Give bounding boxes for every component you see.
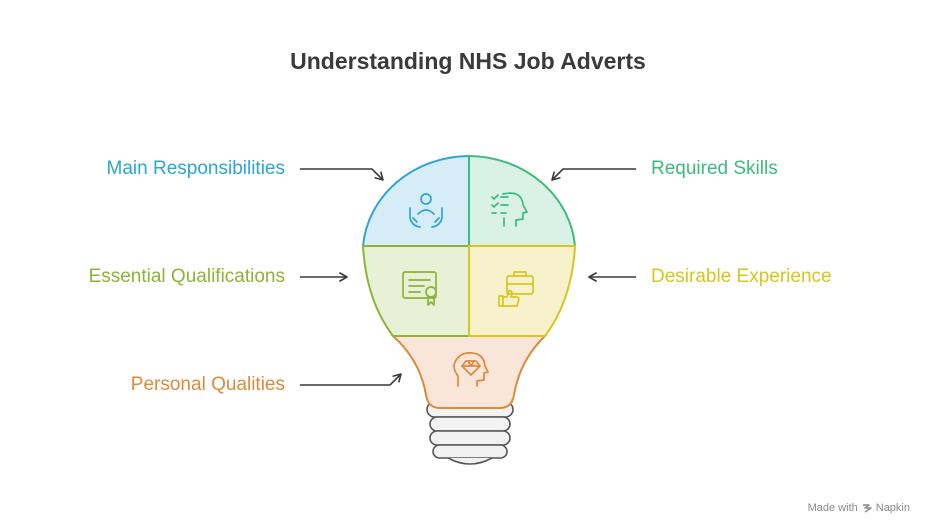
- made-with-napkin-footer: Made with Napkin: [808, 502, 910, 514]
- napkin-brand-text: Napkin: [875, 502, 910, 514]
- made-with-text: Made with: [807, 502, 858, 514]
- bulb-segment-main-responsibilities: [361, 154, 470, 247]
- arrows: [300, 168, 636, 386]
- bulb-screw-base: [426, 401, 514, 465]
- diagram-title: Understanding NHS Job Adverts: [290, 48, 646, 74]
- arrow-main-responsibilities: [300, 168, 384, 181]
- label-main-responsibilities: Main Responsibilities: [106, 158, 285, 179]
- briefcase-thumbs-up-icon: [498, 271, 534, 307]
- bulb-segment-desirable-experience: [468, 245, 577, 337]
- certificate-icon: [402, 271, 437, 306]
- label-required-skills: Required Skills: [651, 158, 778, 179]
- bulb-segment-essential-qualifications: [361, 245, 470, 337]
- napkin-logo-icon: [862, 504, 872, 513]
- person-in-hands-icon: [409, 193, 443, 228]
- label-essential-qualifications: Essential Qualifications: [88, 266, 285, 287]
- arrow-required-skills: [551, 168, 636, 181]
- head-diamond-icon: [453, 352, 489, 387]
- head-checklist-icon: [491, 192, 528, 227]
- label-desirable-experience: Desirable Experience: [651, 266, 832, 287]
- arrow-personal-qualities: [300, 373, 402, 386]
- label-personal-qualities: Personal Qualities: [130, 374, 285, 395]
